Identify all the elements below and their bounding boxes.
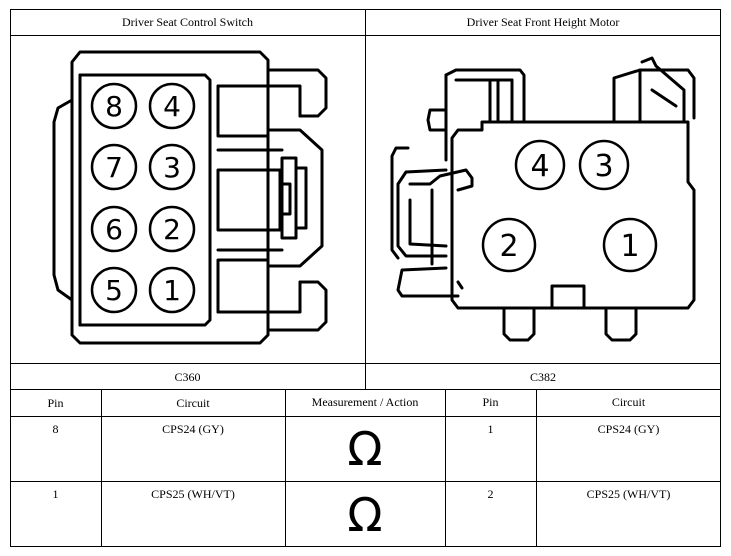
connector-divider	[365, 9, 366, 389]
left-connector-title: Driver Seat Control Switch	[122, 15, 253, 29]
c360-pin-label: 6	[105, 213, 123, 246]
label-row-bottom	[10, 389, 721, 390]
c360-pin-label: 2	[163, 213, 181, 246]
c360-pin-6	[90, 205, 138, 253]
c382-pin-2	[481, 217, 537, 273]
c360-pin-label: 8	[105, 90, 123, 123]
table-col-2	[285, 389, 286, 547]
right-connector-title: Driver Seat Front Height Motor	[466, 15, 620, 29]
c360-pin-3	[148, 143, 196, 191]
c360-pin-label: 7	[105, 151, 123, 184]
ohm-icon: Ω	[347, 422, 383, 476]
c382-pin-label: 3	[594, 149, 613, 184]
c382-pin-3	[578, 139, 630, 191]
c360-pin-1	[148, 266, 196, 314]
table-row-2-pin-a: 1	[52, 487, 59, 501]
c382-connector-drawing: 4 3 2 1	[390, 56, 696, 342]
c360-pin-5	[90, 266, 138, 314]
c382-pin-label: 2	[499, 229, 518, 264]
left-connector-label: C360	[174, 370, 201, 384]
table-col-1	[101, 389, 102, 547]
c360-pin-label: 5	[105, 274, 123, 307]
table-header-measurement: Measurement / Action	[311, 395, 419, 409]
c382-pin-label: 4	[530, 149, 549, 184]
table-row-1-circuit-b: CPS24 (GY)	[597, 422, 660, 436]
c360-pin-7	[90, 143, 138, 191]
c360-pin-8	[90, 82, 138, 130]
table-header-divider	[10, 416, 721, 417]
table-header-pin-b: Pin	[482, 395, 499, 409]
table-header-pin-a: Pin	[47, 396, 64, 410]
table-row-2-pin-b: 2	[487, 487, 494, 501]
c382-pin-4	[514, 139, 566, 191]
table-col-4	[536, 389, 537, 547]
c360-pin-label: 3	[163, 151, 181, 184]
table-row-2-circuit-a: CPS25 (WH/VT)	[151, 487, 235, 501]
table-header-circuit-a: Circuit	[176, 396, 210, 410]
right-connector-label: C382	[529, 370, 556, 384]
c360-pin-label: 1	[163, 274, 181, 307]
c382-pin-1	[602, 217, 658, 273]
c360-connector-drawing: 8 4 7 3 6 2 5 1	[52, 50, 328, 345]
ohm-icon: Ω	[347, 488, 383, 542]
table-row-2-circuit-b: CPS25 (WH/VT)	[586, 487, 671, 501]
c360-pin-label: 4	[163, 90, 181, 123]
table-header-circuit-b: Circuit	[611, 395, 646, 409]
label-row-top	[10, 363, 721, 364]
c360-pin-4	[148, 82, 196, 130]
table-row-1-pin-a: 8	[52, 422, 59, 436]
c360-pin-2	[148, 205, 196, 253]
table-col-3	[445, 389, 446, 547]
table-row-1-pin-b: 1	[487, 422, 494, 436]
c382-pin-label: 1	[620, 229, 639, 264]
table-row-1-circuit-a: CPS24 (GY)	[162, 422, 224, 436]
table-row-divider	[10, 481, 721, 482]
